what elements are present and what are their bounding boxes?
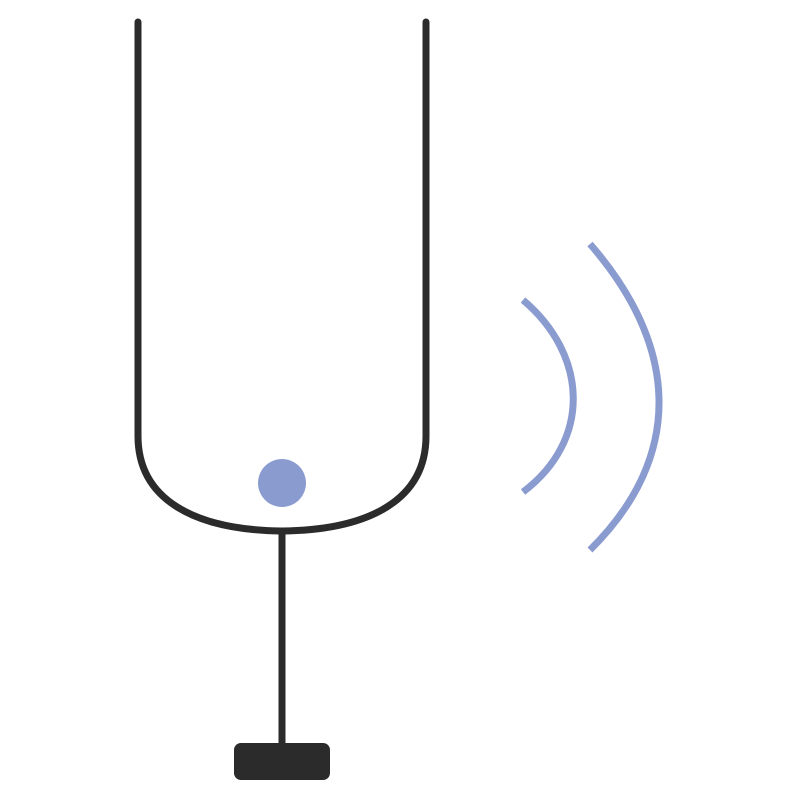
sound-wave-icon (520, 241, 663, 553)
fork-prongs (134, 18, 430, 535)
vibration-dot (258, 459, 306, 507)
sound-wave-outer (587, 241, 663, 553)
fork-handle (234, 743, 330, 780)
sound-wave-inner (520, 297, 577, 495)
